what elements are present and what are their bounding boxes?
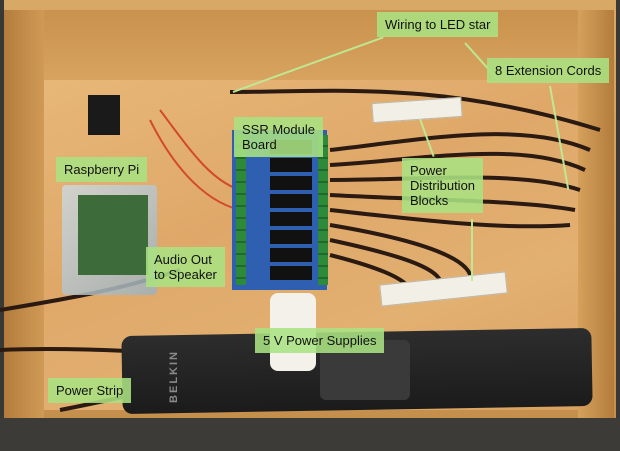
ssr-relay <box>270 176 312 190</box>
pointer-power-distribution <box>471 219 473 281</box>
label-ssr-board: SSR Module Board <box>234 117 323 157</box>
label-raspberry-pi: Raspberry Pi <box>56 157 148 182</box>
label-power-distribution: Power Distribution Blocks <box>402 158 484 213</box>
ssr-relay <box>270 158 312 172</box>
raspberry-pi-board <box>78 195 148 275</box>
cord <box>329 208 571 229</box>
left-wall <box>4 10 44 420</box>
jumper-wire <box>159 109 241 191</box>
ssr-relay <box>270 212 312 226</box>
power-strip-brand: BELKIN <box>168 350 180 403</box>
jumper-wire <box>149 119 241 211</box>
label-power-supplies: 5 V Power Supplies <box>255 328 385 353</box>
cord <box>329 223 474 286</box>
cord <box>329 132 591 152</box>
label-audio-out: Audio Out to Speaker <box>146 247 225 287</box>
led-wire <box>229 88 601 132</box>
ssr-relay <box>270 194 312 208</box>
ssr-terminals <box>236 135 246 285</box>
ssr-relay <box>270 266 312 280</box>
ssr-relay <box>270 248 312 262</box>
label-power-strip: Power Strip <box>48 378 132 403</box>
ssr-relay <box>270 230 312 244</box>
cord <box>329 151 586 172</box>
bottom-edge <box>0 418 620 451</box>
jumper-wires <box>149 109 241 211</box>
terminal-block <box>88 95 120 135</box>
label-wiring-led-star: Wiring to LED star <box>377 12 499 37</box>
label-extension-cords: 8 Extension Cords <box>487 58 610 83</box>
ssr-terminals <box>318 135 328 285</box>
